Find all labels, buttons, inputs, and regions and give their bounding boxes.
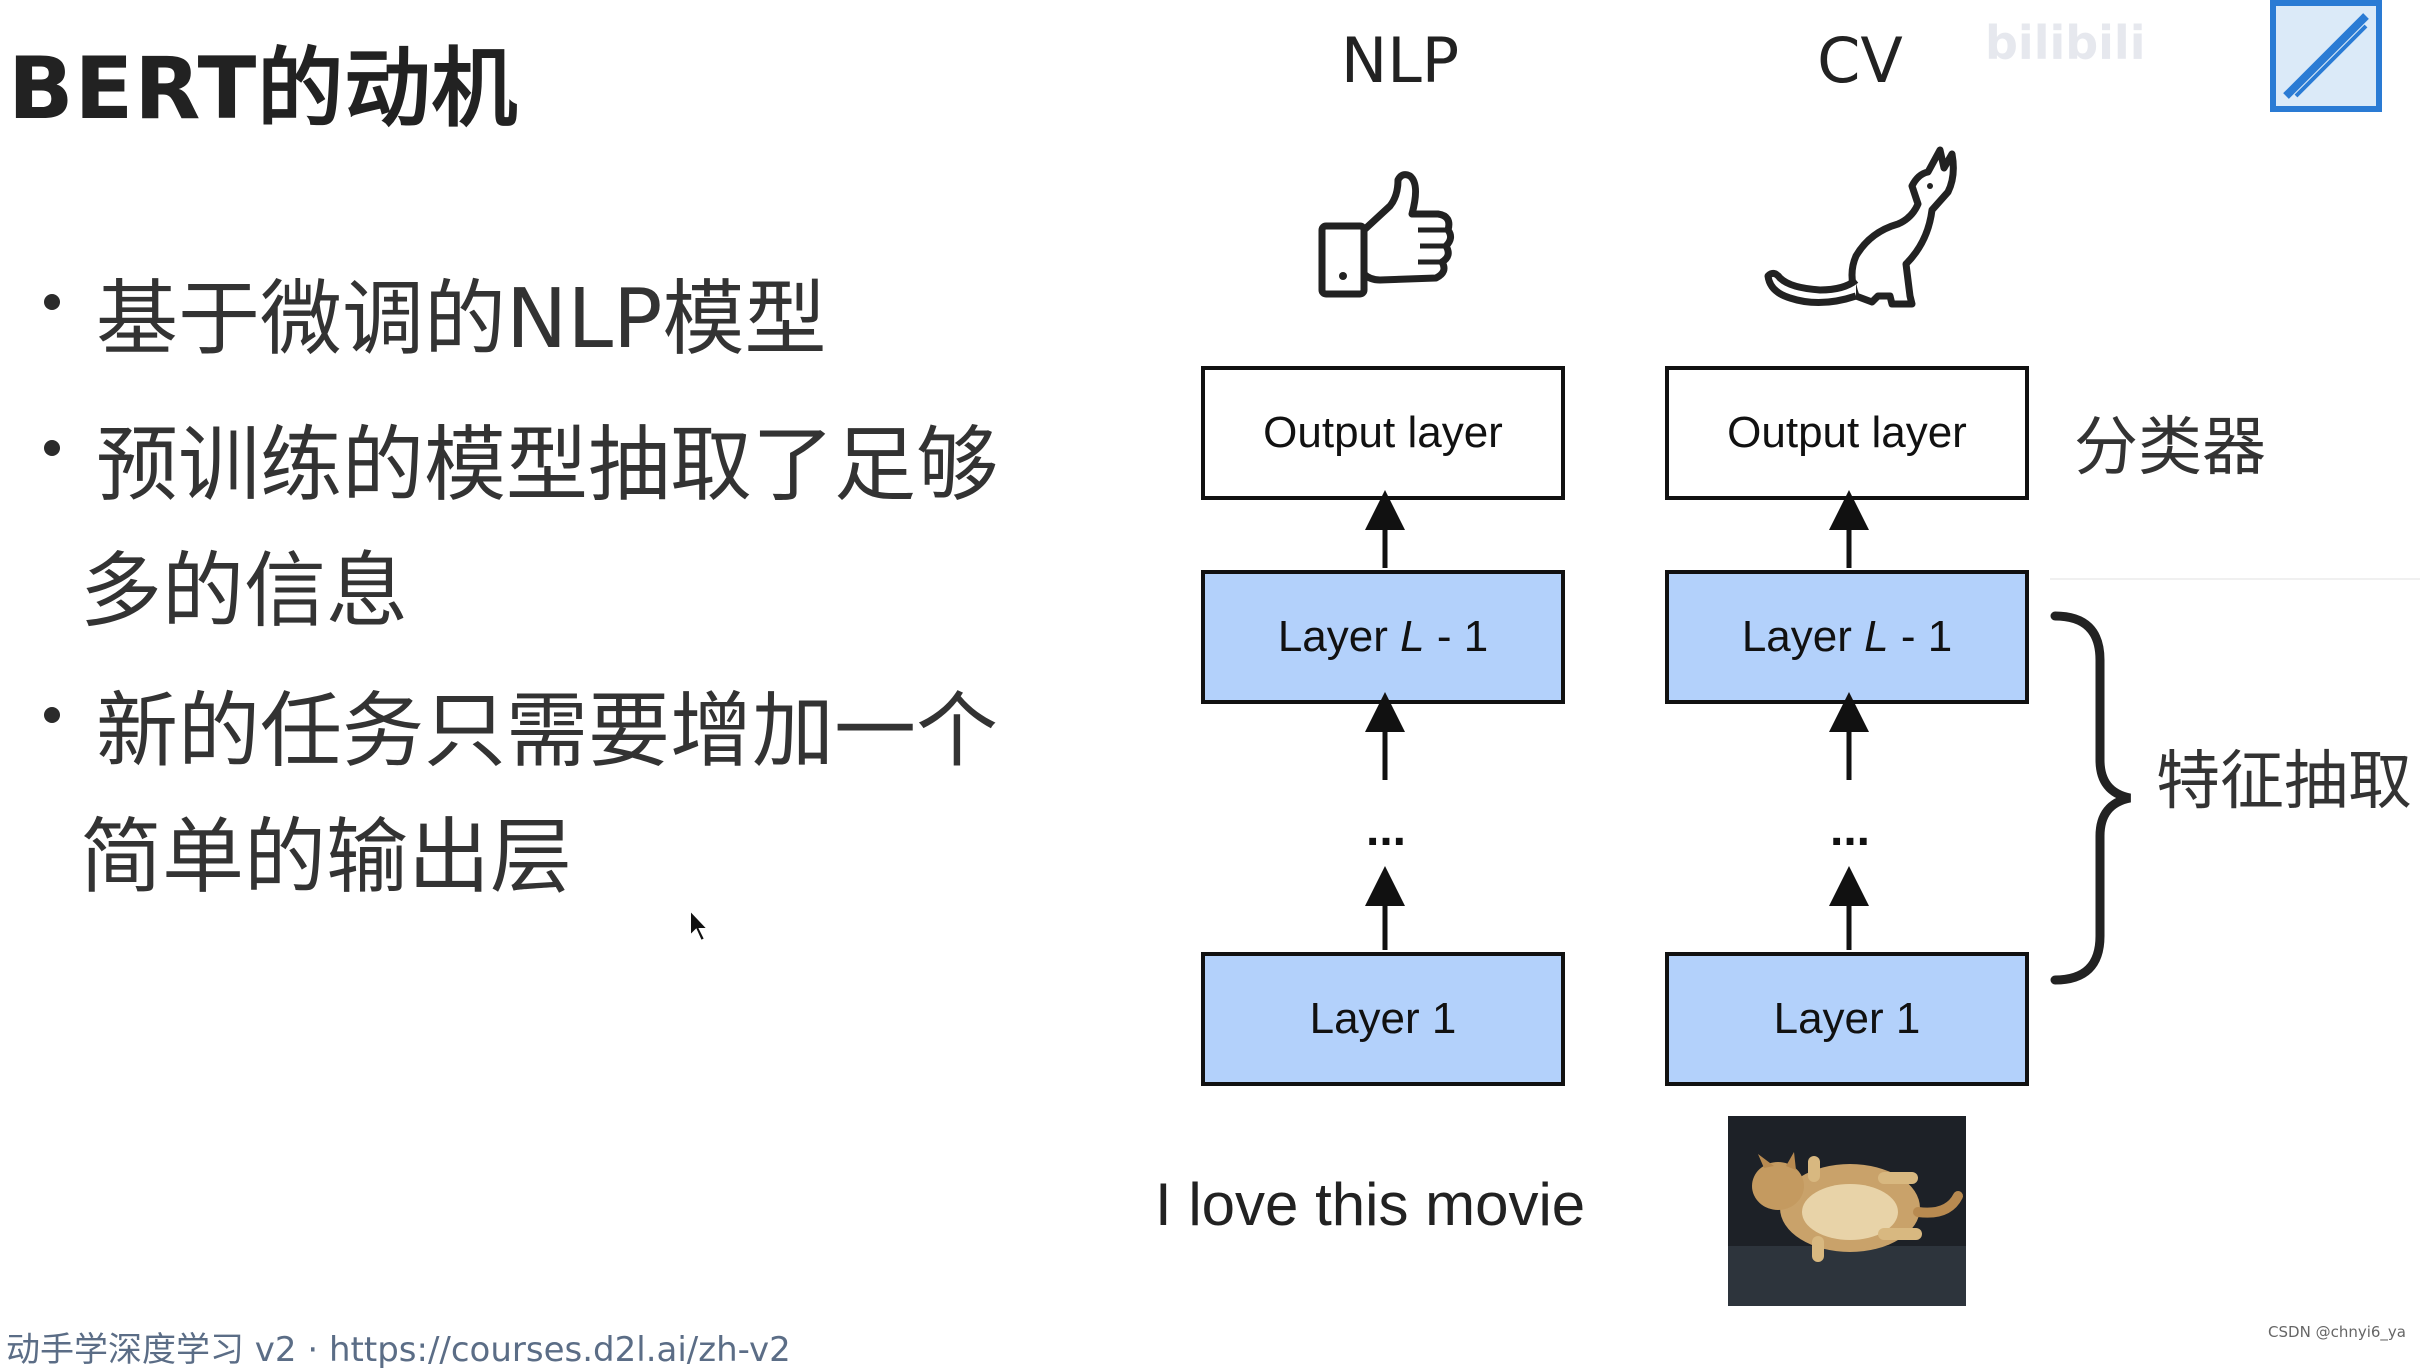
cv-layer-1-label: Layer 1	[1773, 994, 1921, 1043]
nlp-output-layer: Output layer	[1201, 366, 1565, 500]
cat-photo	[1728, 1116, 1966, 1306]
bullet-marker	[44, 707, 60, 723]
thumbs-up-icon	[1310, 168, 1460, 302]
bullet-3-line-1: 新的任务只需要增加一个	[96, 684, 999, 779]
cv-column-header: CV	[1817, 24, 1903, 97]
cv-layer-top-prefix: Layer	[1741, 612, 1865, 661]
cv-layer-l-minus-1: Layer L - 1	[1665, 570, 2029, 704]
bullet-marker	[44, 440, 60, 456]
bullet-3-line-2: 简单的输出层	[80, 810, 573, 905]
cv-layer-1: Layer 1	[1665, 952, 2029, 1086]
nlp-layer-top-prefix: Layer	[1277, 612, 1401, 661]
mouse-cursor-icon	[688, 907, 712, 948]
slide-title: BERT的动机	[8, 39, 519, 139]
nlp-layer-1-label: Layer 1	[1309, 994, 1457, 1043]
course-link[interactable]: 动手学深度学习 v2 · https://courses.d2l.ai/zh-v…	[6, 1330, 791, 1370]
nlp-layer-1: Layer 1	[1201, 952, 1565, 1086]
bullet-1-line-1: 基于微调的NLP模型	[96, 272, 827, 367]
logo-icon	[2270, 0, 2382, 112]
cv-layer-top-var: L	[1864, 612, 1889, 661]
cv-layer-top-suffix: - 1	[1888, 612, 1953, 661]
nlp-ellipsis: ...	[1365, 803, 1406, 856]
cat-icon	[1760, 146, 1960, 320]
cv-ellipsis: ...	[1829, 803, 1870, 856]
nlp-layer-l-minus-1: Layer L - 1	[1201, 570, 1565, 704]
nlp-output-layer-label: Output layer	[1263, 408, 1503, 457]
feature-extraction-label: 特征抽取	[2156, 745, 2412, 819]
nlp-input-text: I love this movie	[1155, 1171, 1586, 1238]
classifier-label: 分类器	[2074, 411, 2266, 485]
bullet-marker	[44, 294, 60, 310]
bullet-2-line-1: 预训练的模型抽取了足够	[96, 418, 999, 513]
cv-output-layer: Output layer	[1665, 366, 2029, 500]
cv-output-layer-label: Output layer	[1727, 408, 1967, 457]
bullet-2-line-2: 多的信息	[80, 544, 409, 639]
nlp-layer-top-suffix: - 1	[1424, 612, 1489, 661]
csdn-watermark: CSDN @chnyi6_ya	[2268, 1323, 2406, 1341]
nlp-layer-top-var: L	[1400, 612, 1425, 661]
channel-watermark: bilibili	[1985, 16, 2146, 70]
faint-divider	[2050, 578, 2420, 580]
feature-bracket	[2050, 611, 2132, 985]
nlp-column-header: NLP	[1340, 24, 1460, 97]
